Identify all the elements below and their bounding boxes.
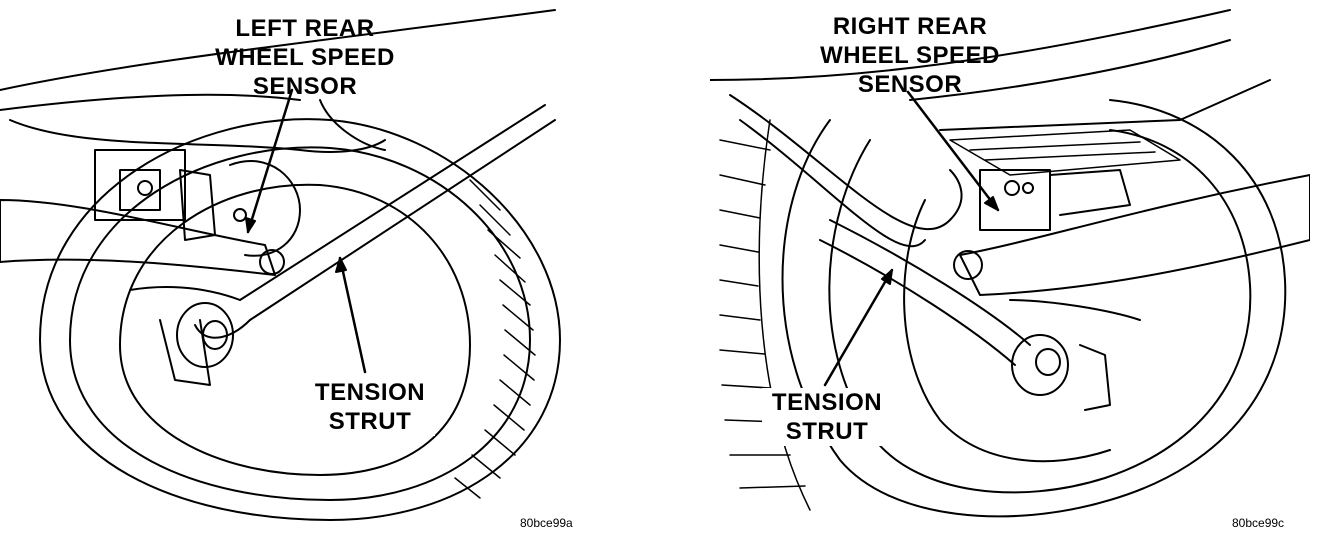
left-sensor-label-line-3: SENSOR <box>252 73 358 100</box>
right-rear-illustration: RIGHT REAR WHEEL SPEED SENSOR TENSION ST… <box>710 0 1310 538</box>
right-sensor-leader <box>906 90 1000 212</box>
right-strut-label-line-1: TENSION <box>771 389 883 416</box>
left-sensor-leader <box>246 88 294 234</box>
right-stabilizer-bar <box>729 94 963 248</box>
right-rear-suspension-drawing <box>710 9 1310 518</box>
left-rear-illustration: LEFT REAR WHEEL SPEED SENSOR TENSION STR… <box>0 0 600 538</box>
left-sensor-callout: LEFT REAR WHEEL SPEED SENSOR <box>205 14 405 101</box>
right-lower-control-arm <box>959 174 1310 296</box>
right-strut-label-line-2: STRUT <box>785 418 869 445</box>
right-strut-bushing <box>1009 299 1141 411</box>
right-sensor-label-line-2: WHEEL SPEED <box>820 42 1000 69</box>
right-strut-leader <box>823 268 894 387</box>
left-lower-control-arm <box>0 199 276 276</box>
left-strut-label-line-2: STRUT <box>328 408 412 435</box>
left-strut-callout: TENSION STRUT <box>305 378 435 436</box>
right-sensor-label-line-3: SENSOR <box>857 71 963 98</box>
left-strut-bushing <box>129 286 241 386</box>
right-sensor-label-line-1: RIGHT REAR <box>832 13 988 40</box>
left-sensor-label-line-1: LEFT REAR <box>235 15 375 42</box>
left-strut-label-line-1: TENSION <box>314 379 426 406</box>
left-sensor-label-line-2: WHEEL SPEED <box>215 44 395 71</box>
right-strut-callout: TENSION STRUT <box>762 388 892 446</box>
left-strut-leader <box>338 256 367 374</box>
right-tension-strut <box>819 219 1031 366</box>
left-rear-suspension-drawing <box>0 9 561 521</box>
right-knuckle <box>979 169 1131 231</box>
right-floor-pan <box>949 129 1181 176</box>
right-tire <box>719 99 1287 518</box>
left-figure-id: 80bce99a <box>520 516 573 530</box>
left-tension-strut <box>194 104 556 339</box>
right-body-panel <box>710 9 1271 131</box>
left-tire <box>39 118 561 521</box>
left-body-panel <box>0 9 556 153</box>
right-sensor-callout: RIGHT REAR WHEEL SPEED SENSOR <box>805 12 1015 99</box>
right-figure-id: 80bce99c <box>1232 516 1285 530</box>
